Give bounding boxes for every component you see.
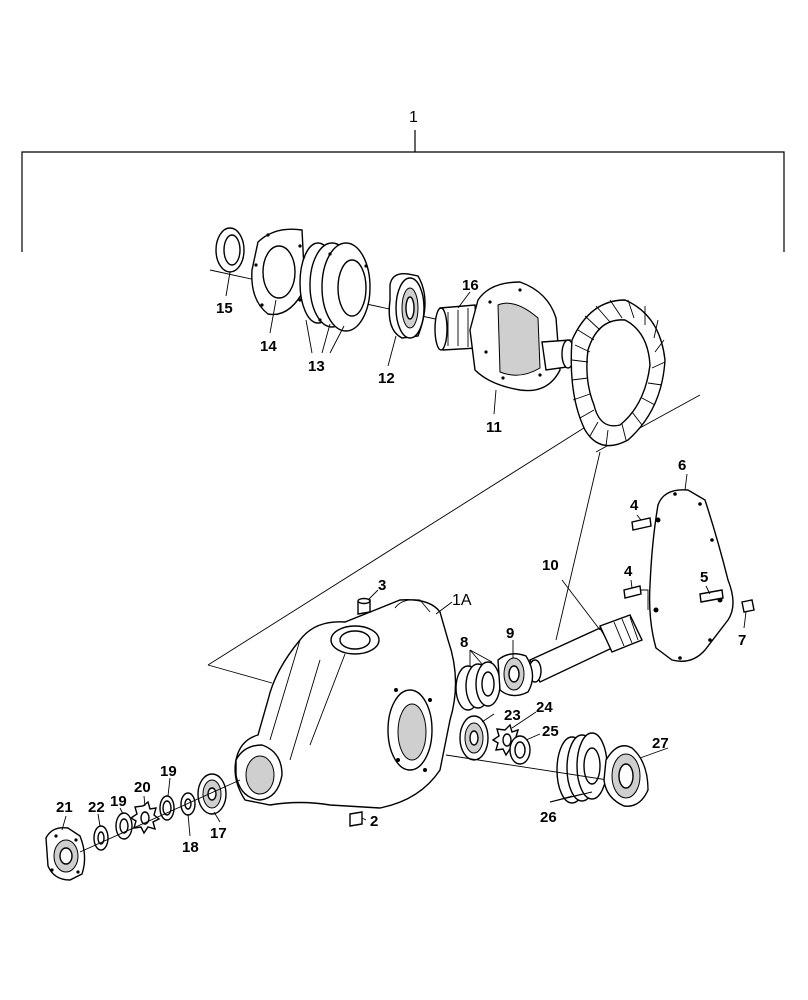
callout-9: 9 (506, 625, 514, 642)
callout-labels: 1 15 14 13 12 16 11 6 4 4 5 7 10 3 1A 8 … (56, 109, 746, 856)
part-9-bearing (497, 653, 534, 697)
callout-16: 16 (462, 277, 479, 294)
callout-14: 14 (260, 338, 277, 355)
callout-11: 11 (486, 419, 502, 436)
part-4-dowel-lower (623, 585, 649, 610)
part-16-shaft (434, 304, 479, 351)
callout-1a: 1A (452, 592, 472, 609)
callout-15: 15 (216, 300, 233, 317)
part-20-lock-washer (129, 800, 161, 835)
callout-3: 3 (378, 577, 386, 594)
assembly-bracket (21, 130, 785, 252)
part-19-spacer-a (159, 795, 175, 821)
part-11-differential-housing (469, 281, 575, 392)
part-25-nut (509, 735, 531, 765)
part-27-end-cover (603, 745, 649, 807)
part-10-ring-gear (570, 299, 666, 447)
callout-4-lower: 4 (624, 563, 633, 580)
callout-8: 8 (460, 634, 468, 651)
callout-13: 13 (308, 358, 325, 375)
callout-12: 12 (378, 370, 395, 387)
part-17-bearing (197, 773, 227, 815)
callout-20: 20 (134, 779, 151, 796)
part-2-drain-plug (349, 811, 363, 827)
callout-18: 18 (182, 839, 199, 856)
callout-1: 1 (409, 109, 418, 126)
shaft-centerline (79, 779, 241, 853)
part-26-shims (445, 732, 641, 804)
callout-4-upper: 4 (630, 497, 639, 514)
part-22-seal (93, 825, 109, 851)
callout-27: 27 (652, 735, 669, 752)
callout-19-left: 19 (110, 793, 127, 810)
part-21-yoke-flange (45, 827, 86, 881)
part-19-spacer-b (115, 812, 133, 840)
callout-19-right: 19 (160, 763, 177, 780)
part-1a-main-housing (234, 599, 457, 809)
callout-10: 10 (542, 557, 559, 574)
callout-5: 5 (700, 569, 708, 586)
part-10-pinion-shaft (528, 451, 643, 683)
callout-25: 25 (542, 723, 559, 740)
callout-7: 7 (738, 632, 746, 649)
part-5-stud (699, 589, 724, 603)
callout-22: 22 (88, 799, 105, 816)
callout-2: 2 (370, 813, 378, 830)
part-14-flange (251, 228, 306, 316)
callout-26: 26 (540, 809, 557, 826)
callout-6: 6 (678, 457, 686, 474)
callout-21: 21 (56, 799, 73, 816)
leader-lines (61, 271, 747, 837)
part-4-dowel-upper (631, 517, 652, 531)
part-6-cover-plate (648, 489, 734, 662)
callout-24: 24 (536, 699, 553, 716)
part-8-shims (455, 661, 501, 711)
part-3-breather (357, 597, 371, 615)
part-13-shims (299, 242, 371, 332)
part-18-washer (180, 792, 196, 816)
part-7-plug (741, 599, 755, 613)
part-23-bearing (459, 715, 489, 761)
callout-17: 17 (210, 825, 227, 842)
part-12-bearing (388, 273, 426, 339)
callout-23: 23 (504, 707, 521, 724)
